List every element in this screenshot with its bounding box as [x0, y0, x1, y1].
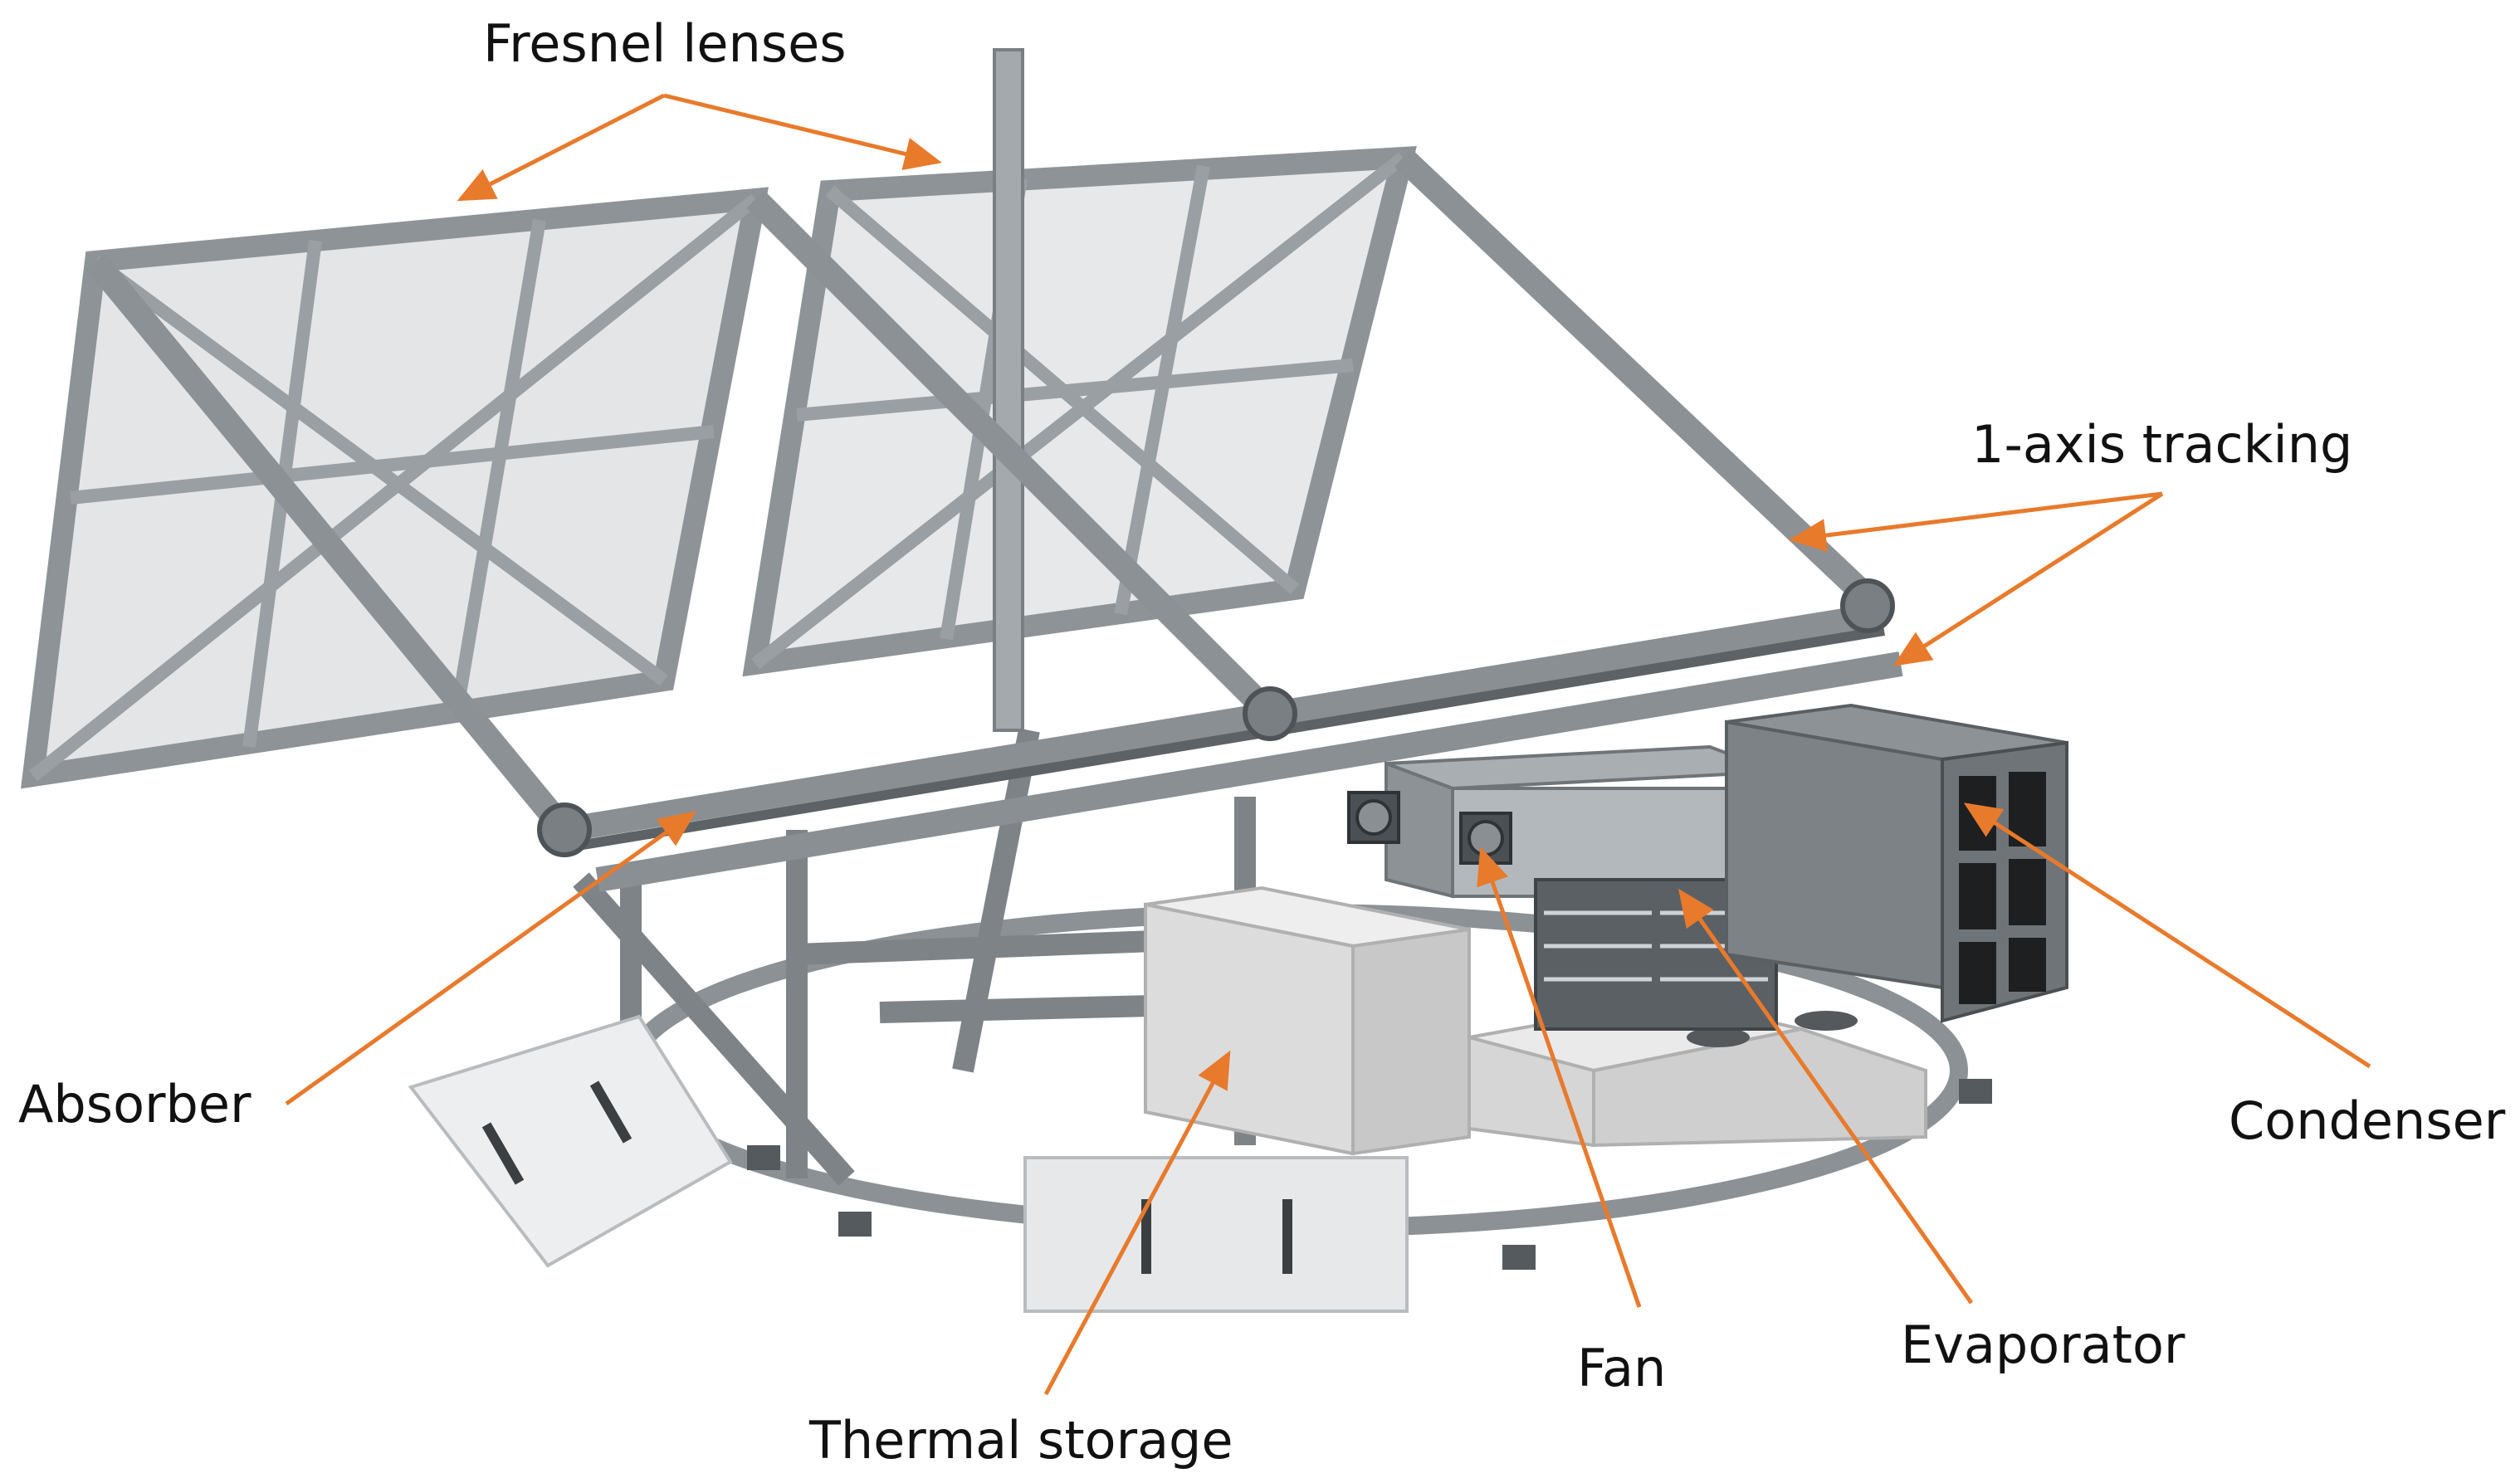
access-panel-left — [408, 1014, 733, 1268]
fresnel-arrow-left — [457, 93, 666, 202]
storage-arrow — [1043, 1050, 1231, 1396]
label-fresnel-lenses: Fresnel lenses — [483, 13, 847, 74]
label-thermal-storage: Thermal storage — [809, 1410, 1233, 1471]
fresnel-lens-left — [21, 187, 769, 789]
condenser-arrow — [1963, 802, 2371, 1069]
label-fan: Fan — [1577, 1338, 1667, 1398]
fan-arrow — [1477, 846, 1642, 1308]
storage-cover-panel — [1023, 1156, 1409, 1313]
label-1-axis-tracking: 1-axis tracking — [1971, 414, 2353, 475]
label-evaporator: Evaporator — [1901, 1315, 2185, 1375]
base-feet — [747, 1079, 1992, 1270]
annotation-arrows — [285, 93, 2371, 1396]
pivot-joints — [537, 578, 1895, 857]
label-absorber: Absorber — [18, 1074, 252, 1134]
central-mast — [993, 48, 1024, 732]
fresnel-arrow-right — [663, 93, 942, 171]
evaporator-arrow — [1678, 888, 1974, 1305]
tracking-arrow-upper — [1789, 491, 2163, 552]
horizontal-rails — [562, 602, 1903, 892]
thermal-storage-box — [1144, 885, 1471, 1156]
tracking-arrow-lower — [1892, 491, 2164, 666]
absorber-arrow — [285, 811, 697, 1106]
fresnel-lens-right — [742, 145, 1417, 677]
absorber-tube — [572, 626, 1885, 851]
label-condenser: Condenser — [2229, 1090, 2506, 1151]
condenser-unit — [1725, 703, 2068, 1023]
